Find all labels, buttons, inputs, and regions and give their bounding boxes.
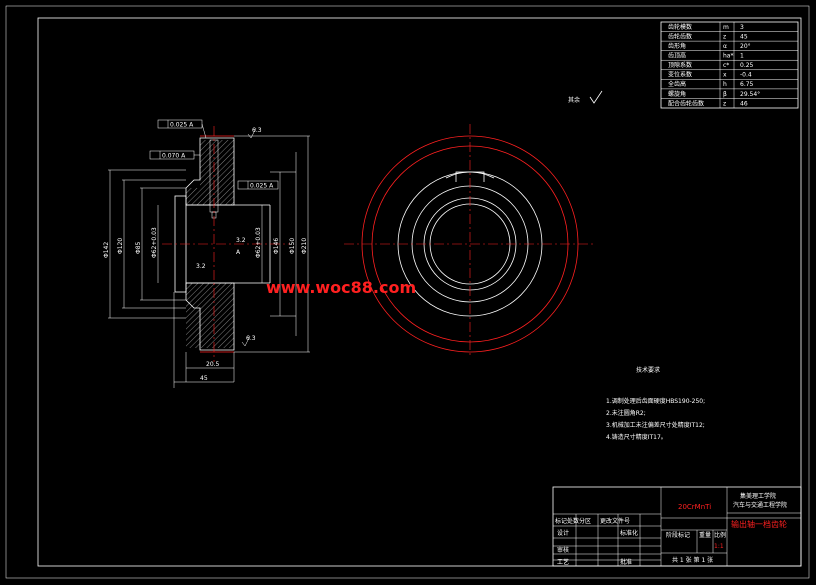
param-sym-0: m [723, 24, 729, 31]
roughness-4: 6.3 [246, 335, 256, 342]
col-stage: 阶段标记 [666, 531, 690, 539]
param-sym-2: α [723, 43, 727, 50]
col-weight: 重量 [699, 531, 711, 539]
param-sym-8: z [723, 100, 726, 107]
sheet-count: 共 1 张 第 1 张 [672, 556, 713, 564]
param-val-8: 46 [740, 100, 748, 107]
param-val-4: 0.25 [740, 62, 754, 69]
dim-width-1: 20.5 [206, 361, 220, 368]
param-sym-5: x [723, 72, 727, 79]
row-revision-file: 更改文件号 [600, 517, 630, 525]
dim-d4: Φ62+0.03 [151, 227, 158, 258]
roughness-3: 3.2 [196, 263, 206, 270]
param-name-4: 顶隙系数 [668, 61, 692, 69]
tech-req-item-3: 3.机械加工未注偏差尺寸处精度IT12; [606, 421, 705, 429]
dim-width-2: 45 [200, 375, 208, 382]
param-val-0: 3 [740, 24, 744, 31]
material: 20CrMnTi [678, 503, 711, 511]
param-val-6: 6.75 [740, 81, 754, 88]
svg-text:0.025 A: 0.025 A [250, 183, 274, 190]
param-sym-7: β [723, 91, 727, 98]
dim-d8: Φ210 [301, 238, 308, 254]
tolerance-frame-right [237, 180, 279, 190]
row-process: 工艺 [557, 558, 569, 566]
inner-frame [37, 17, 802, 567]
school-line-2: 汽车与交通工程学院 [733, 501, 787, 509]
tech-req-item-2: 2.未注圆角R2; [606, 409, 646, 417]
datum-label: A [236, 249, 241, 256]
param-val-1: 45 [740, 33, 748, 40]
param-sym-3: ha* [723, 53, 733, 60]
row-standard: 标准化 [620, 529, 638, 537]
section-view: 20.5 45 Φ142 Φ120 Φ85 Φ62+0.03 Φ62+0.03 … [103, 119, 310, 388]
svg-text:0.025 A: 0.025 A [170, 122, 194, 129]
row-review: 审核 [557, 546, 569, 554]
row-approve: 批准 [620, 558, 632, 566]
hatch-lower [186, 283, 234, 348]
svg-text:0.070 A: 0.070 A [162, 153, 186, 160]
param-sym-4: c* [723, 62, 729, 69]
param-val-5: -0.4 [740, 72, 752, 79]
tech-requirements: 技术要求 1.调制处理后齿面硬度HBS190-250; 2.未注圆角R2; 3.… [606, 366, 705, 441]
school-line-1: 集美理工学院 [740, 492, 776, 500]
title-block: 20CrMnTi 集美理工学院 汽车与交通工程学院 输出轴一档齿轮 阶段标记 重… [552, 486, 802, 567]
tech-req-item-1: 1.调制处理后齿面硬度HBS190-250; [606, 397, 705, 405]
row-design: 设计 [557, 529, 569, 537]
param-name-2: 齿形角 [668, 42, 686, 50]
roughness-2: 3.2 [236, 237, 246, 244]
dim-d7: Φ150 [289, 238, 296, 254]
dim-d2: Φ120 [117, 238, 124, 254]
dim-d6: Φ146 [273, 238, 280, 254]
scale-value: 1:1 [714, 543, 724, 550]
roughness-check-icon [589, 90, 603, 104]
param-name-1: 齿轮齿数 [668, 32, 692, 40]
param-table: 齿轮模数 m 3 齿轮齿数 z 45 齿形角 α 20° 齿顶高 ha* 1 顶隙系数 c* 0.25 变位系… [660, 21, 799, 109]
param-val-2: 20° [740, 43, 751, 50]
tech-req-item-4: 4.铸造尺寸精度IT17。 [606, 433, 667, 441]
row-revision: 标记处数分区 [555, 517, 591, 525]
param-sym-1: z [723, 33, 726, 40]
param-name-7: 螺旋角 [668, 90, 686, 98]
watermark: www.woc88.com [266, 278, 416, 297]
col-scale: 比例 [714, 531, 726, 539]
dim-d1: Φ142 [103, 242, 110, 258]
param-val-3: 1 [740, 53, 744, 60]
param-name-5: 变位系数 [668, 71, 692, 79]
roughness-1: 6.3 [252, 127, 262, 134]
param-name-6: 全齿高 [668, 80, 686, 88]
hatch-upper [200, 140, 234, 205]
front-view [344, 124, 596, 356]
param-sym-6: h [723, 81, 727, 88]
outer-frame [5, 5, 810, 579]
param-name-8: 配合齿轮齿数 [668, 99, 704, 107]
dim-d5: Φ62+0.03 [255, 227, 262, 258]
part-name: 输出轴一档齿轮 [731, 519, 787, 529]
param-name-3: 齿顶高 [668, 52, 686, 60]
tech-req-title: 技术要求 [636, 366, 660, 374]
dim-d3: Φ85 [135, 241, 142, 254]
param-val-7: 29.54° [740, 91, 760, 98]
param-name-0: 齿轮模数 [668, 23, 692, 31]
surface-finish-note: 其余 [568, 96, 580, 104]
